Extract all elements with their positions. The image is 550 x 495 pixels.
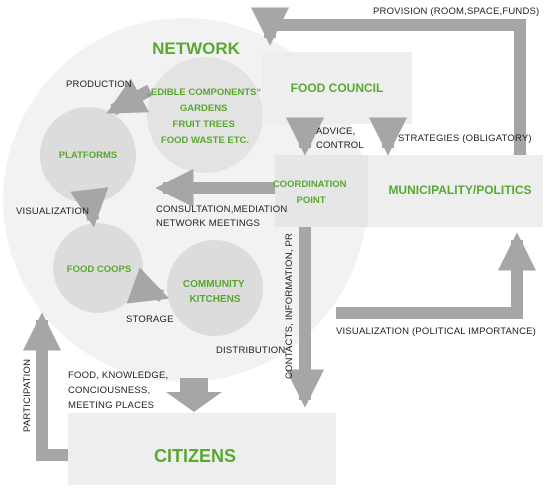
coordination-line: COORDINATION (273, 179, 347, 190)
visualization-political-arrow (336, 232, 537, 319)
community-kitchens-node (167, 240, 263, 336)
participation-arrow (22, 312, 68, 461)
point-line: POINT (296, 195, 325, 206)
food-council-label: FOOD COUNCIL (291, 81, 384, 95)
platforms-label: PLATFORMS (59, 150, 117, 161)
community-kitchens-label: COMMUNITY KITCHENS (183, 279, 247, 305)
community-line: COMMUNITY (183, 279, 245, 290)
municipality-box (368, 155, 543, 227)
platforms-to-coops-arrow (70, 187, 109, 228)
distribution-arrow (166, 378, 222, 412)
edible-line-2: GARDENS (180, 103, 228, 114)
strategies-label: STRATEGIES (OBLIGATORY) (398, 133, 532, 144)
coordination-point-label: COORDINATION POINT (273, 179, 349, 206)
coordination-point-box (275, 155, 368, 227)
network-meetings-line: NETWORK MEETINGS (156, 218, 260, 229)
advice-control-label: ADVICE, CONTROL (316, 126, 364, 151)
food-knowledge-line-1: FOOD, KNOWLEDGE, (68, 370, 168, 381)
edible-components-label: „EDIBLE COMPONENTS“ GARDENS FRUIT TREES … (146, 87, 264, 146)
edible-line-4: FOOD WASTE ETC. (161, 135, 249, 146)
storage-label: STORAGE (126, 314, 174, 325)
production-arrow (106, 78, 153, 116)
visualization-label: VISUALIZATION (16, 206, 89, 217)
contacts-label: CONTACTS, INFORMATION, PR (284, 233, 295, 379)
control-line: CONTROL (316, 140, 364, 151)
arrows (22, 7, 537, 461)
provision-arrow (250, 7, 526, 155)
food-council-box (262, 52, 412, 124)
distribution-label: DISTRIBUTION (216, 345, 285, 356)
platforms-node (40, 107, 136, 203)
municipality-label: MUNICIPALITY/POLITICS (388, 183, 531, 197)
edible-components-node (147, 57, 263, 173)
edible-line-1: „EDIBLE COMPONENTS“ (146, 87, 261, 98)
consultation-line: CONSULTATION,MEDIATION (156, 204, 287, 215)
edible-line-3: FRUIT TREES (173, 119, 235, 130)
food-knowledge-line-2: CONCIOUSNESS, (68, 385, 150, 396)
food-knowledge-line-3: MEETING PLACES (68, 400, 154, 411)
participation-label: PARTICIPATION (22, 359, 33, 432)
food-coops-node (53, 223, 143, 313)
consultation-label: CONSULTATION,MEDIATION NETWORK MEETINGS (156, 204, 290, 229)
production-label: PRODUCTION (66, 79, 132, 90)
food-knowledge-label: FOOD, KNOWLEDGE, CONCIOUSNESS, MEETING P… (68, 370, 171, 411)
citizens-box (68, 413, 336, 485)
advice-line: ADVICE, (316, 126, 355, 137)
provision-label: PROVISION (ROOM,SPACE,FUNDS) (373, 6, 539, 17)
visualization-political-label: VISUALIZATION (POLITICAL IMPORTANCE) (336, 326, 536, 337)
coops-to-kitchens-arrow (126, 267, 170, 304)
kitchens-line: KITCHENS (189, 294, 240, 305)
food-coops-label: FOOD COOPS (67, 264, 131, 275)
citizens-label: CITIZENS (154, 446, 236, 466)
network-title: NETWORK (152, 39, 241, 58)
